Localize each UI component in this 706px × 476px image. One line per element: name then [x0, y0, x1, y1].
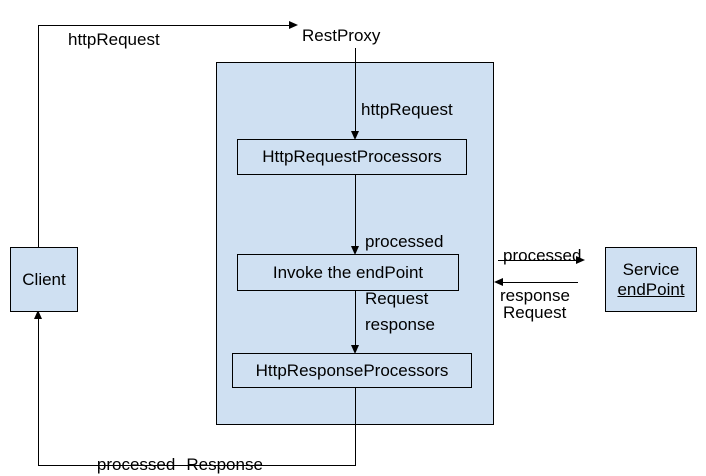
edge-invoke-to-response-processors — [355, 291, 356, 348]
node-http-request-processors[interactable]: HttpRequestProcessors — [237, 139, 467, 175]
restproxy-title-label: RestProxy — [302, 26, 381, 45]
edge-client-to-restproxy-vertical — [38, 25, 39, 248]
edge-label-processed-request-inner-line1: processed — [365, 232, 444, 252]
edge-response-up-to-client — [38, 316, 39, 466]
edge-request-processors-to-invoke — [355, 175, 356, 249]
edge-label-invoke-to-response-processors: response — [365, 315, 435, 334]
edge-invoke-to-service — [498, 260, 578, 261]
arrowhead-down-icon — [350, 345, 359, 354]
node-client[interactable]: Client — [10, 247, 78, 312]
edge-label-processed-response-word2: Response — [186, 455, 263, 475]
service-endpoint-label-line2: endPoint — [617, 279, 685, 299]
arrowhead-up-icon — [33, 310, 42, 319]
edge-label-processed-request-right-line2: Request — [503, 303, 567, 323]
arrowhead-down-icon — [350, 131, 359, 140]
edge-label-processed-request-right: processed Request — [503, 208, 581, 360]
edge-restproxy-to-request-processors — [355, 48, 356, 134]
edge-label-service-to-invoke: response — [500, 286, 570, 305]
node-invoke-endpoint[interactable]: Invoke the endPoint — [237, 254, 459, 291]
edge-service-to-invoke — [498, 282, 578, 283]
arrowhead-left-icon — [494, 277, 503, 286]
edge-label-restproxy-to-request-processors: httpRequest — [361, 100, 453, 119]
edge-label-processed-response: processed Response — [78, 436, 263, 476]
edge-label-processed-request-right-line1: processed — [503, 246, 582, 266]
arrowhead-right-icon — [576, 255, 585, 264]
service-endpoint-label-line1: Service — [622, 260, 680, 280]
edge-label-processed-response-word1: processed — [96, 455, 176, 475]
node-service-endpoint[interactable]: Service endPoint — [605, 247, 697, 312]
arrowhead-down-icon — [350, 246, 359, 255]
edge-client-to-restproxy-horizontal — [38, 25, 290, 26]
edge-response-processors-down — [355, 388, 356, 466]
edge-label-processed-request-inner: processed Request — [365, 194, 443, 346]
arrowhead-right-icon — [289, 20, 298, 29]
node-http-response-processors[interactable]: HttpResponseProcessors — [232, 353, 472, 388]
edge-label-client-to-restproxy: httpRequest — [68, 30, 160, 49]
edge-response-bottom-horizontal — [38, 465, 356, 466]
edge-label-processed-request-inner-line2: Request — [365, 289, 429, 309]
